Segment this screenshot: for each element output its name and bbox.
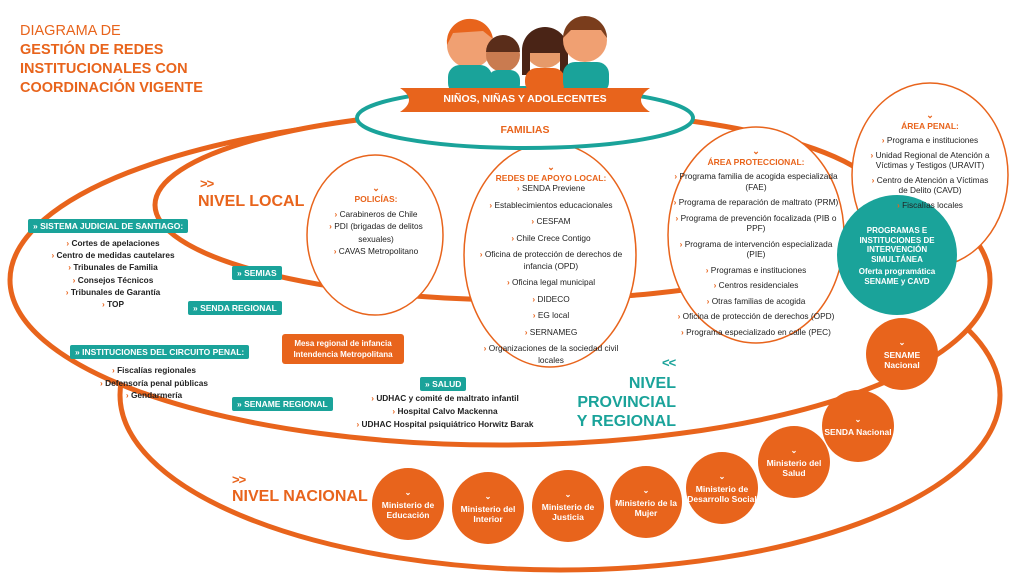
ministerio-salud-circle: ⌄Ministerio del Salud	[758, 426, 830, 498]
list-item: Centros residenciales	[670, 280, 842, 291]
judicial-tag: » SISTEMA JUDICIAL DE SANTIAGO:	[28, 219, 189, 233]
list-item: Oficina de protección de derechos de inf…	[478, 249, 624, 272]
list-item: TOP	[28, 298, 198, 310]
list-item: Tribunales de Garantía	[28, 286, 198, 298]
mesa-line2: Intendencia Metropolitana	[293, 350, 393, 359]
nivel-provincial-label: NIVEL PROVINCIAL Y REGIONAL	[540, 374, 676, 431]
redes-header: REDES DE APOYO LOCAL:	[495, 173, 607, 183]
simultanea-subtitle: Oferta programática SENAME y CAVD	[858, 267, 936, 286]
list-item: Chile Crece Contigo	[478, 233, 624, 245]
diagram-title: DIAGRAMA DE GESTIÓN DE REDES INSTITUCION…	[20, 22, 203, 98]
proteccional-header: ÁREA PROTECCIONAL:	[707, 157, 805, 167]
judicial-block: » SISTEMA JUDICIAL DE SANTIAGO: Cortes d…	[28, 216, 198, 310]
proteccional-block: ⌄ ÁREA PROTECCIONAL: Programa familia de…	[670, 146, 842, 337]
policias-block: ⌄ POLICÍAS: Carabineros de Chile PDI (br…	[318, 183, 434, 258]
title-line1: DIAGRAMA DE	[20, 23, 121, 39]
salud-list: UDHAC y comité de maltrato infantil Hosp…	[345, 392, 545, 431]
penal-header: ÁREA PENAL:	[901, 121, 959, 131]
list-item: DIDECO	[478, 294, 624, 306]
senda-nacional-circle: ⌄SENDA Nacional	[822, 390, 894, 462]
list-item: SERNAMEG	[478, 327, 624, 339]
title-line4: COORDINACIÓN VIGENTE	[20, 80, 203, 96]
children-banner-label: NIÑOS, NIÑAS Y ADOLECENTES	[443, 93, 607, 105]
list-item: Programa de reparación de maltrato (PRM)	[670, 197, 842, 208]
nacional-chevron: >>	[232, 472, 246, 487]
mesa-line1: Mesa regional de infancia	[294, 339, 392, 348]
list-item: UDHAC Hospital psiquiátrico Horwitz Bara…	[345, 418, 545, 431]
redes-block: ⌄ REDES DE APOYO LOCAL: SENDA Previene E…	[478, 162, 624, 366]
list-item: Programa de prevención focalizada (PIB o…	[670, 213, 842, 234]
list-item: CESFAM	[478, 216, 624, 228]
list-item: Fiscalías locales	[870, 200, 990, 211]
list-item: EG local	[478, 310, 624, 322]
sename-regional-tag: » SENAME REGIONAL	[232, 397, 333, 411]
ministerio-desarrollo-social-circle: ⌄Ministerio de Desarrollo Social	[686, 452, 758, 524]
salud-tag: » SALUD	[420, 377, 467, 391]
circuito-tag: » INSTITUCIONES DEL CIRCUITO PENAL:	[70, 345, 250, 359]
ministerio-educacion-circle: ⌄Ministerio de Educación	[372, 468, 444, 540]
list-item: Oficina de protección de derechos (OPD)	[670, 311, 842, 322]
nivel-provincial-line1: NIVEL PROVINCIAL	[577, 375, 676, 411]
list-item: Oficina legal municipal	[478, 277, 624, 289]
policias-header: POLICÍAS:	[354, 194, 398, 204]
title-line2: GESTIÓN DE REDES	[20, 42, 164, 58]
list-item: Gendarmería	[70, 389, 238, 402]
sename-nacional-circle: ⌄SENAME Nacional	[866, 318, 938, 390]
list-item: SENDA Previene	[478, 183, 624, 195]
ministerio-justicia-circle: ⌄Ministerio de Justicia	[532, 470, 604, 542]
list-item: Unidad Regional de Atención a Víctimas y…	[870, 150, 990, 171]
list-item: PDI (brigadas de delitos sexuales)	[318, 220, 434, 245]
ministerio-interior-circle: ⌄Ministerio del Interior	[452, 472, 524, 544]
list-item: Programa de intervención especializada (…	[670, 239, 842, 260]
simultanea-title: PROGRAMAS E INSTITUCIONES DE INTERVENCIÓ…	[859, 226, 935, 264]
penal-block: ⌄ ÁREA PENAL: Programa e instituciones U…	[870, 110, 990, 210]
list-item: Consejos Técnicos	[28, 274, 198, 286]
nivel-provincial-line2: Y REGIONAL	[576, 413, 676, 430]
senda-regional-tag: » SENDA REGIONAL	[188, 301, 282, 315]
children-banner	[400, 88, 650, 112]
list-item: UDHAC y comité de maltrato infantil	[345, 392, 545, 405]
ministerio-mujer-circle: ⌄Ministerio de la Mujer	[610, 466, 682, 538]
list-item: Otras familias de acogida	[670, 296, 842, 307]
list-item: Organizaciones de la sociedad civil loca…	[478, 343, 624, 366]
title-line3: INSTITUCIONALES CON	[20, 61, 188, 77]
familias-label: FAMILIAS	[500, 124, 550, 136]
nivel-nacional-label: NIVEL NACIONAL	[232, 488, 368, 505]
nivel-local-label: NIVEL LOCAL	[198, 193, 305, 210]
list-item: Programa especializado en calle (PEC)	[670, 327, 842, 338]
list-item: Centro de medidas cautelares	[28, 249, 198, 261]
list-item: Centro de Atención a Víctimas de Delito …	[870, 175, 990, 196]
circuito-block: » INSTITUCIONES DEL CIRCUITO PENAL: Fisc…	[70, 342, 250, 402]
list-item: Fiscalías regionales	[70, 364, 238, 377]
list-item: Establecimientos educacionales	[478, 200, 624, 212]
list-item: Defensoría penal públicas	[70, 377, 238, 390]
list-item: Programa e instituciones	[870, 135, 990, 146]
simultanea-text: PROGRAMAS E INSTITUCIONES DE INTERVENCIÓ…	[842, 226, 952, 286]
list-item: Tribunales de Familia	[28, 261, 198, 273]
local-chevron: >>	[200, 176, 214, 191]
simultanea-circle	[837, 195, 957, 315]
list-item: Hospital Calvo Mackenna	[345, 405, 545, 418]
provincial-chevron: <<	[662, 355, 676, 370]
list-item: Programa familia de acogida especializad…	[670, 171, 842, 192]
list-item: Programas e instituciones	[670, 265, 842, 276]
list-item: Carabineros de Chile	[318, 208, 434, 220]
semias-tag: » SEMIAS	[232, 266, 282, 280]
list-item: CAVAS Metropolitano	[318, 245, 434, 257]
list-item: Cortes de apelaciones	[28, 237, 198, 249]
family-illustration	[446, 16, 609, 95]
mesa-regional-box: Mesa regional de infancia Intendencia Me…	[282, 334, 404, 364]
